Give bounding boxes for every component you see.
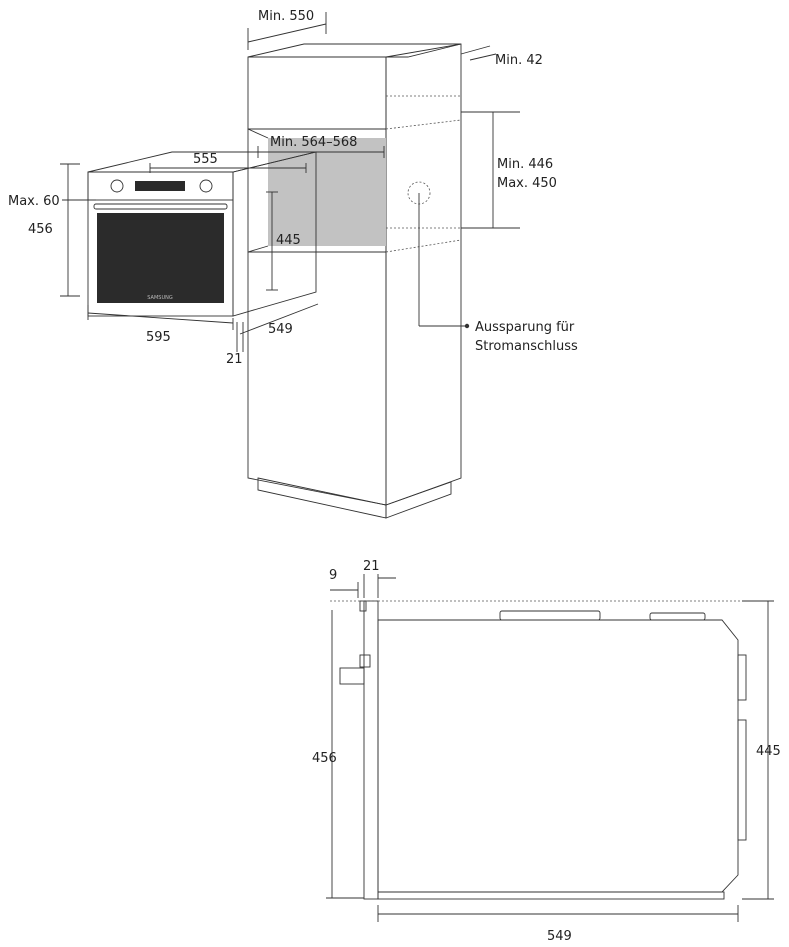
oven-handle [93, 203, 228, 210]
side-door-thickness-label: 21 [363, 559, 380, 574]
dimension-oven-top [149, 163, 307, 173]
side-door-panel [363, 600, 379, 900]
niche-height-label-2: Max. 450 [497, 176, 557, 191]
niche-edge [247, 128, 269, 139]
side-door-step [359, 600, 367, 612]
oven-front-height-label: 456 [28, 222, 53, 237]
oven-side-view [339, 600, 747, 900]
dashed-circle-icon [407, 181, 470, 329]
cabinet-plinth-side [385, 481, 452, 519]
side-base [377, 891, 725, 900]
dimension-oven-body-height [266, 191, 278, 291]
dimension-side-door-offset [330, 582, 359, 598]
side-depth-label: 549 [547, 929, 572, 944]
side-door-offset-label: 9 [329, 568, 337, 583]
cabinet-niche-back [268, 138, 386, 246]
dimension-oven-depth [239, 303, 319, 335]
dimension-oven-door [236, 322, 244, 352]
cabinet-gap-label: Min. 42 [495, 53, 543, 68]
oven-body-height-label: 445 [276, 233, 301, 248]
dimension-cabinet-width [247, 12, 327, 50]
cabinet-top [247, 43, 462, 58]
oven-control-panel [87, 171, 234, 201]
side-top-rib [499, 610, 601, 621]
side-rear-bump [737, 654, 747, 701]
shelf-dash [385, 119, 462, 130]
niche-edge [247, 245, 269, 253]
shelf-dash [385, 239, 462, 253]
built-in-oven-icon: SAMSUNG [87, 151, 317, 317]
cabinet-side [385, 43, 462, 506]
dimension-oven-width [87, 305, 234, 330]
dimension-side-body-height [742, 600, 774, 900]
oven-door-thickness-label: 21 [226, 352, 243, 367]
power-outlet-label-1: Aussparung für [475, 320, 575, 335]
cabinet-front-upper [247, 56, 387, 130]
oven-knob-left [110, 179, 124, 193]
side-rear-bump [737, 719, 747, 841]
dimension-oven-front-height [60, 163, 80, 297]
power-outlet-label-2: Stromanschluss [475, 339, 578, 354]
side-handle-clip [359, 654, 371, 668]
oven-door-glass [97, 213, 224, 303]
oven-display [135, 181, 185, 191]
side-top-rib [649, 612, 706, 621]
oven-depth-top-label: 555 [193, 152, 218, 167]
dimension-side-door-thickness [363, 574, 396, 598]
niche-height-label-1: Min. 446 [497, 157, 553, 172]
niche-width-label: Min. 564–568 [270, 135, 357, 150]
oven-knob-right [199, 179, 213, 193]
oven-width-label: 595 [146, 330, 171, 345]
cabinet-width-label: Min. 550 [258, 9, 314, 24]
side-body-height-label: 445 [756, 744, 781, 759]
side-body [377, 619, 739, 893]
dimension-side-front-height [326, 610, 364, 899]
oven-brand: SAMSUNG [147, 295, 173, 301]
side-handle [339, 667, 365, 685]
side-front-height-label: 456 [312, 751, 337, 766]
dimension-side-depth [377, 905, 739, 922]
dimension-niche-height [461, 111, 520, 229]
tall-cabinet-icon [247, 43, 462, 519]
dimension-cabinet-gap [460, 45, 497, 61]
oven-depth-label: 549 [268, 322, 293, 337]
oven-overlap-label: Max. 60 [8, 194, 60, 209]
